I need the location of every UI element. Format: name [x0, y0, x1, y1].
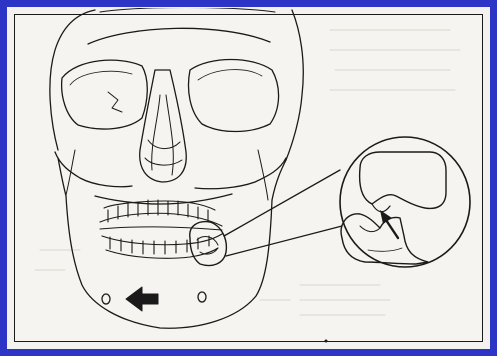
solid-left-arrow	[126, 287, 158, 311]
right-orbit	[189, 60, 279, 132]
left-mental-foramen	[102, 294, 110, 304]
magnified-inset-circle	[340, 137, 470, 267]
forehead-line	[88, 28, 270, 44]
lower-teeth	[102, 234, 222, 258]
mandible-outline	[66, 196, 272, 328]
magnification-connector	[224, 170, 342, 256]
right-cheekbone	[195, 158, 286, 189]
maxilla	[95, 194, 232, 204]
left-cheekbone	[55, 152, 132, 187]
right-mental-foramen	[198, 292, 206, 302]
cranium-outline	[50, 10, 303, 160]
left-orbit	[62, 60, 148, 129]
